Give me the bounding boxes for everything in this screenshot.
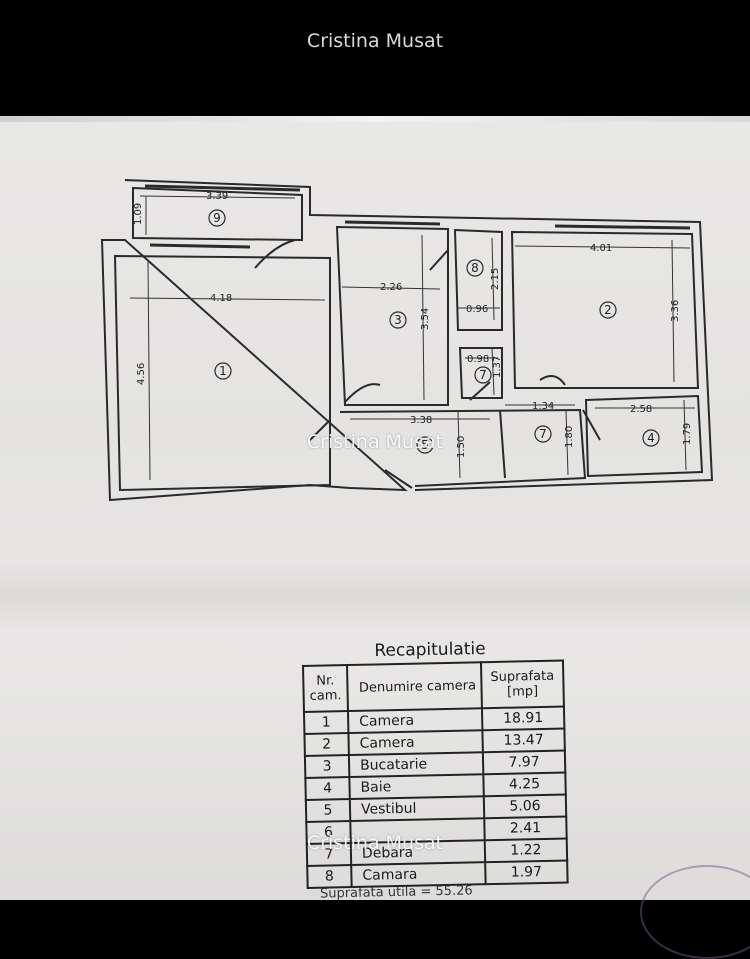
- row-area: 1.97: [485, 860, 568, 885]
- dim-label: 1.37: [492, 356, 503, 378]
- recap-title: Recapitulatie: [374, 639, 486, 661]
- dim-label: 0.98: [467, 354, 489, 365]
- row-nr: 1: [303, 711, 349, 734]
- dim-label: 4.56: [136, 363, 147, 385]
- dim-label: 4.01: [590, 243, 612, 254]
- dim-label: 1.50: [456, 436, 467, 458]
- row-nr: 4: [305, 777, 350, 800]
- dim-label: 2.15: [490, 268, 501, 290]
- row-nr: 2: [304, 733, 349, 756]
- row-area: 5.06: [483, 794, 567, 819]
- row-area: 4.25: [483, 772, 566, 797]
- column-header: Denumire camera: [347, 662, 482, 712]
- row-name: Vestibul: [349, 796, 485, 822]
- document-paper: [0, 116, 750, 900]
- room-number: 8: [471, 261, 479, 275]
- floor-plan: 3.39 1.09 4.18 4.56 2.26 3.54 0.96 2.15 …: [100, 179, 714, 502]
- row-nr: 8: [307, 865, 352, 888]
- watermark: Cristina Musat: [306, 832, 444, 854]
- row-nr: 5: [305, 799, 351, 822]
- row-area: 13.47: [482, 728, 565, 753]
- watermark: Cristina Musat: [306, 431, 444, 453]
- row-name: Camera: [347, 708, 483, 734]
- dim-label: 1.09: [133, 203, 144, 225]
- dim-label: 3.36: [670, 300, 681, 322]
- room-number: 2: [604, 303, 612, 317]
- table-header-row: Nr. cam. Denumire camera Suprafata [mp]: [303, 660, 564, 712]
- room-number: 5: [421, 438, 429, 452]
- room-number: 7: [539, 427, 547, 441]
- room-number: 1: [219, 364, 227, 378]
- column-header: Suprafata [mp]: [480, 660, 564, 709]
- dim-label: 2.26: [380, 282, 402, 293]
- row-name: Camera: [348, 730, 483, 756]
- row-name: Baie: [349, 774, 484, 800]
- room-number: 4: [647, 431, 655, 445]
- top-bar: Cristina Musat: [0, 0, 750, 118]
- row-area: 7.97: [482, 750, 566, 775]
- room-number: 9: [213, 211, 221, 225]
- dim-label: 1.80: [564, 426, 575, 448]
- header-title: Cristina Musat: [306, 30, 444, 52]
- recap-table: Nr. cam. Denumire camera Suprafata [mp] …: [302, 660, 569, 889]
- row-name: Bucatarie: [348, 752, 484, 778]
- column-header: Nr. cam.: [303, 665, 348, 712]
- dim-label: 1.34: [532, 401, 554, 412]
- dim-label: 1.79: [682, 423, 693, 445]
- room-number: 7: [479, 368, 487, 382]
- paper-edge: [0, 116, 750, 122]
- dim-label: 3.54: [420, 308, 431, 330]
- total-area: Suprafata utila = 55.26: [319, 883, 473, 902]
- room-number: 3: [394, 313, 402, 327]
- dim-label: 4.18: [210, 293, 232, 304]
- row-area: 18.91: [481, 706, 565, 731]
- row-nr: 3: [304, 755, 350, 778]
- dim-label: 3.38: [410, 415, 432, 426]
- dim-label: 3.39: [206, 191, 228, 202]
- dim-label: 2.58: [630, 404, 652, 415]
- paper-fold: [0, 560, 750, 630]
- dim-label: 0.96: [466, 304, 488, 315]
